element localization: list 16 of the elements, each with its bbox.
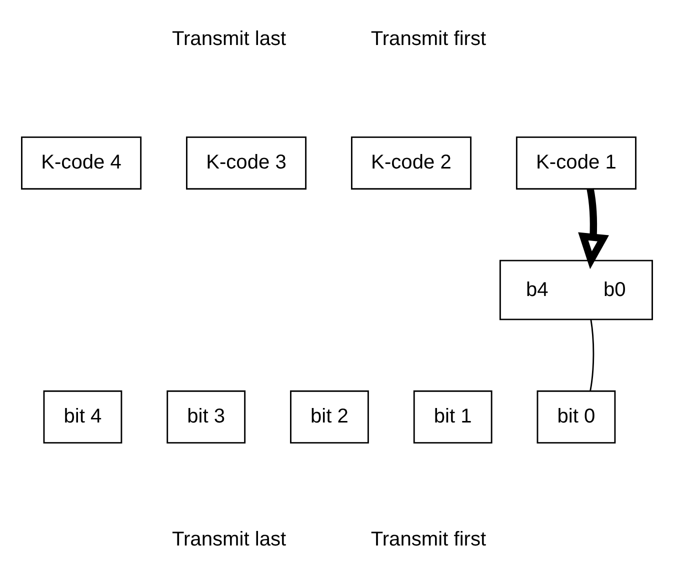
node-box: bit 2 xyxy=(290,390,368,444)
node-box: K-code 4 xyxy=(20,136,142,190)
node-box: bit 1 xyxy=(412,390,492,444)
label: Transmit first xyxy=(370,28,486,50)
connector xyxy=(589,319,594,391)
node-box: K-code 2 xyxy=(350,136,471,190)
node-box: K-code 1 xyxy=(515,136,636,190)
node-box: bit 3 xyxy=(166,390,246,444)
label: Transmit last xyxy=(171,528,286,551)
arrow xyxy=(578,188,608,270)
node-box: K-code 3 xyxy=(186,136,306,190)
label: Transmit last xyxy=(171,28,286,50)
node-box: bit 0 xyxy=(536,390,616,444)
label: Transmit first xyxy=(370,528,486,551)
node-box: bit 4 xyxy=(42,390,122,444)
node-box: b4 b0 xyxy=(498,260,652,320)
